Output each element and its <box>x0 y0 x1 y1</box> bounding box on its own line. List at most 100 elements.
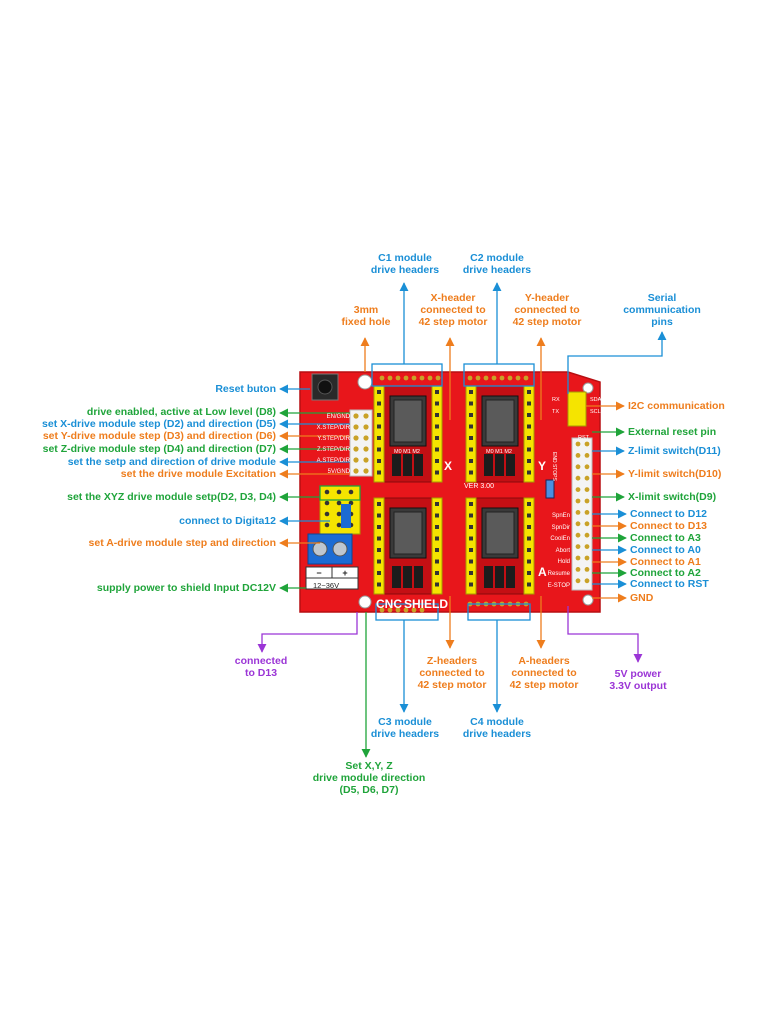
driver-slot <box>373 385 443 483</box>
driver-chip <box>485 399 515 443</box>
silk-x: X <box>444 459 453 473</box>
jumper <box>484 566 493 588</box>
label-fixed-hole: 3mm fixed hole <box>341 304 391 328</box>
pin <box>527 536 531 541</box>
pin <box>427 375 433 381</box>
silk-i2c-pin: RX <box>552 397 560 403</box>
header-strip <box>431 385 443 483</box>
pin <box>377 447 381 452</box>
pin <box>403 375 409 381</box>
pin <box>584 544 590 549</box>
header-strip <box>523 497 535 595</box>
pin <box>377 470 381 475</box>
label-power-input: supply power to shield Input DC12V <box>96 582 276 594</box>
pin <box>348 489 354 495</box>
pin <box>377 390 381 394</box>
pin <box>491 375 497 381</box>
pin <box>469 571 473 575</box>
pin <box>469 559 473 564</box>
svg-text:−: − <box>316 568 321 578</box>
label-xyz-step: set the XYZ drive module setp(D2, D3, D4… <box>67 491 276 503</box>
pin <box>469 424 473 429</box>
pin <box>575 498 581 504</box>
pin <box>575 567 581 572</box>
label-serial-pins: Serial communication pins <box>623 292 701 328</box>
silk-left-pin: A.STEP/DIR <box>316 458 350 464</box>
mount-hole <box>358 595 372 609</box>
pin <box>469 470 473 475</box>
label-c4-headers: C4 module drive headers <box>462 716 532 740</box>
label-connect-a2: Connect to A2 <box>630 567 701 579</box>
pin <box>527 582 531 587</box>
pin <box>527 525 531 529</box>
pin <box>575 487 581 492</box>
label-connect-d13: Connect to D13 <box>630 520 708 532</box>
silk-right-pin: SpnEn <box>551 513 570 519</box>
pin <box>363 446 369 452</box>
pin <box>435 447 439 452</box>
label-x-limit: X-limit switch(D9) <box>628 491 717 503</box>
pin <box>584 578 590 584</box>
pin <box>575 475 581 481</box>
jumper <box>484 454 493 476</box>
pin <box>363 457 369 463</box>
silk-version: VER 3.00 <box>464 483 494 490</box>
pin <box>584 441 590 447</box>
pin <box>527 390 531 394</box>
pin <box>469 413 473 417</box>
pin <box>411 607 417 613</box>
callout-bracket <box>463 363 535 387</box>
mount-hole <box>357 374 373 390</box>
label-drive-enable: drive enabled, active at Low level (D8) <box>86 406 276 418</box>
silk-i2c-pin: TX <box>552 409 560 415</box>
pin <box>363 424 369 430</box>
pin <box>523 375 529 381</box>
silk-right-pin: Resume <box>547 571 570 577</box>
pin <box>377 525 381 529</box>
pin <box>527 459 531 463</box>
silk-left-pin: EN/GND <box>326 414 350 420</box>
jumper-cap <box>341 504 351 528</box>
jumper <box>403 566 412 588</box>
silk-m-pins: M0 M1 M2 <box>486 449 512 455</box>
pin <box>469 436 473 440</box>
pin <box>377 559 381 564</box>
pin <box>469 548 473 552</box>
pin <box>527 401 531 406</box>
pin <box>584 475 590 481</box>
mount-hole <box>582 594 594 606</box>
pin <box>377 548 381 552</box>
pin <box>469 513 473 518</box>
silk-i2c-pin: SCL <box>590 409 601 415</box>
svg-text:+: + <box>342 568 347 578</box>
pin <box>395 375 401 381</box>
label-c1-headers: C1 module drive headers <box>370 252 440 276</box>
pin <box>584 498 590 504</box>
pin <box>435 513 439 518</box>
pin <box>379 607 385 613</box>
pin <box>527 436 531 440</box>
pin <box>377 413 381 417</box>
pin <box>527 513 531 518</box>
label-gnd: GND <box>630 592 654 604</box>
pin <box>363 413 369 419</box>
pin <box>469 502 473 506</box>
pin <box>469 582 473 587</box>
pin <box>575 578 581 584</box>
pin <box>584 510 590 515</box>
silk-left-pin: Y.STEP/DIR <box>317 436 350 442</box>
pin <box>395 607 401 613</box>
pin <box>584 453 590 458</box>
pin <box>469 525 473 529</box>
pin <box>377 536 381 541</box>
driver-chip <box>485 511 515 555</box>
pin <box>379 375 385 381</box>
pin <box>475 375 481 381</box>
pin <box>353 413 359 419</box>
pin <box>575 464 581 470</box>
pin <box>527 413 531 417</box>
label-z-headers: Z-headers connected to 42 step motor <box>417 655 487 691</box>
pin <box>469 536 473 541</box>
